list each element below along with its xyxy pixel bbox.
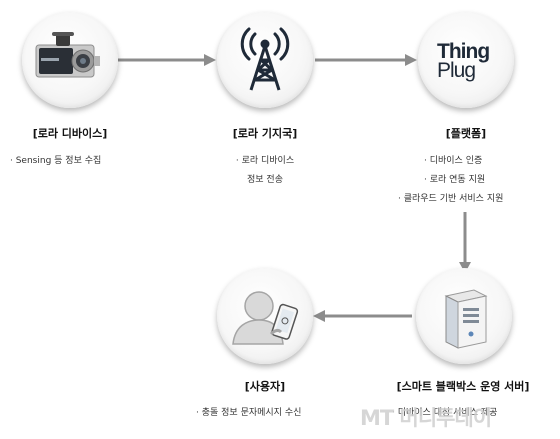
lora-gateway-node [217, 12, 313, 108]
arrow-platform-to-server [459, 212, 471, 273]
platform-desc-line: · 클라우드 기반 서비스 지원 [398, 194, 504, 204]
lora-device-desc-line: · Sensing 등 정보 수집 [10, 156, 102, 166]
user-with-phone-icon [232, 291, 299, 345]
tower-antenna-icon [240, 27, 290, 91]
arrow-gateway-to-platform [315, 54, 417, 66]
thingplug-logo-line2: Plug [437, 59, 476, 82]
thingplug-logo: Thing Plug [437, 40, 497, 82]
lora-device-node [22, 12, 118, 108]
lora-gateway-desc: · 로라 디바이스 정보 전송 [205, 152, 325, 190]
platform-title: [플랫폼] [445, 127, 487, 140]
platform-desc-line: · 디바이스 인증 [424, 156, 483, 166]
lora-gateway-desc-line: · 로라 디바이스 [235, 156, 295, 166]
server-desc: · 디바이스 대상 서비스 제공 [392, 404, 497, 423]
user-desc-line: · 충돌 정보 문자메시지 수신 [196, 408, 302, 418]
server-title: [스마트 블랙박스 운영 서버] [396, 380, 530, 393]
platform-desc-line: · 로라 연동 지원 [424, 175, 486, 185]
lora-gateway-desc-line: 정보 전송 [247, 175, 283, 185]
arrow-device-to-gateway [118, 54, 216, 66]
platform-desc: · 디바이스 인증 · 로라 연동 지원 · 클라우드 기반 서비스 지원 [398, 152, 538, 209]
user-desc: · 충돌 정보 문자메시지 수신 [196, 404, 301, 423]
blackbox-camera-icon [35, 32, 100, 78]
server-desc-line: · 디바이스 대상 서비스 제공 [392, 408, 498, 418]
platform-node [418, 12, 514, 108]
arrow-server-to-user [313, 310, 412, 322]
lora-device-title: [로라 디바이스] [32, 127, 108, 140]
user-node [217, 268, 313, 364]
watermark-logo: MT 머니투데이 [360, 406, 492, 430]
server-tower-icon [444, 289, 488, 349]
user-title: [사용자] [244, 380, 286, 393]
server-node [416, 268, 512, 364]
lora-gateway-title: [로라 기지국] [232, 127, 298, 140]
thingplug-logo-line1: Thing [437, 40, 490, 63]
lora-device-desc: · Sensing 등 정보 수집 [10, 152, 101, 171]
